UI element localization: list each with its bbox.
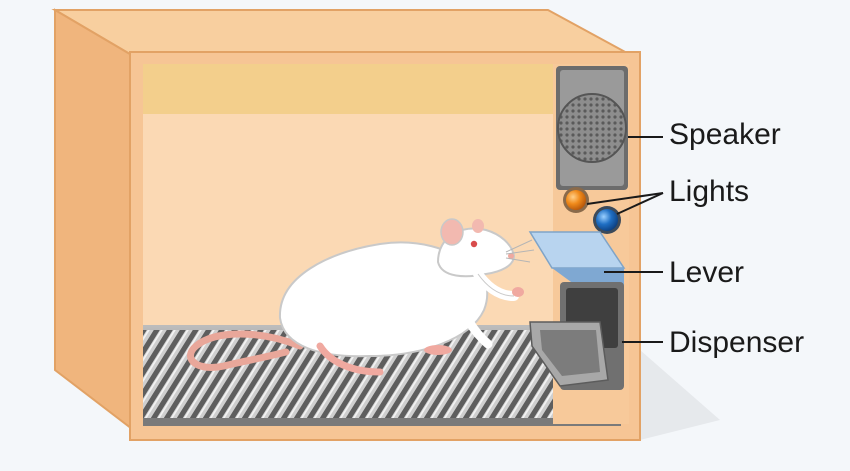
grid-floor-front-rail [143, 418, 621, 426]
dispenser-icon [529, 282, 624, 390]
blue-light-icon [593, 206, 621, 234]
box-shadow [640, 350, 720, 440]
rat-icon [187, 218, 535, 376]
orange-light-icon [563, 187, 589, 213]
dispenser-label: Dispenser [669, 326, 805, 359]
lights-leader-line-orange [586, 192, 664, 205]
lever-label: Lever [669, 256, 745, 289]
box-top-band [143, 64, 553, 114]
lights-leader-line-blue [616, 192, 664, 215]
lights-label: Lights [669, 175, 750, 208]
speaker-label: Speaker [669, 118, 781, 151]
box-left-wall [54, 8, 141, 438]
speaker-icon [556, 66, 628, 190]
